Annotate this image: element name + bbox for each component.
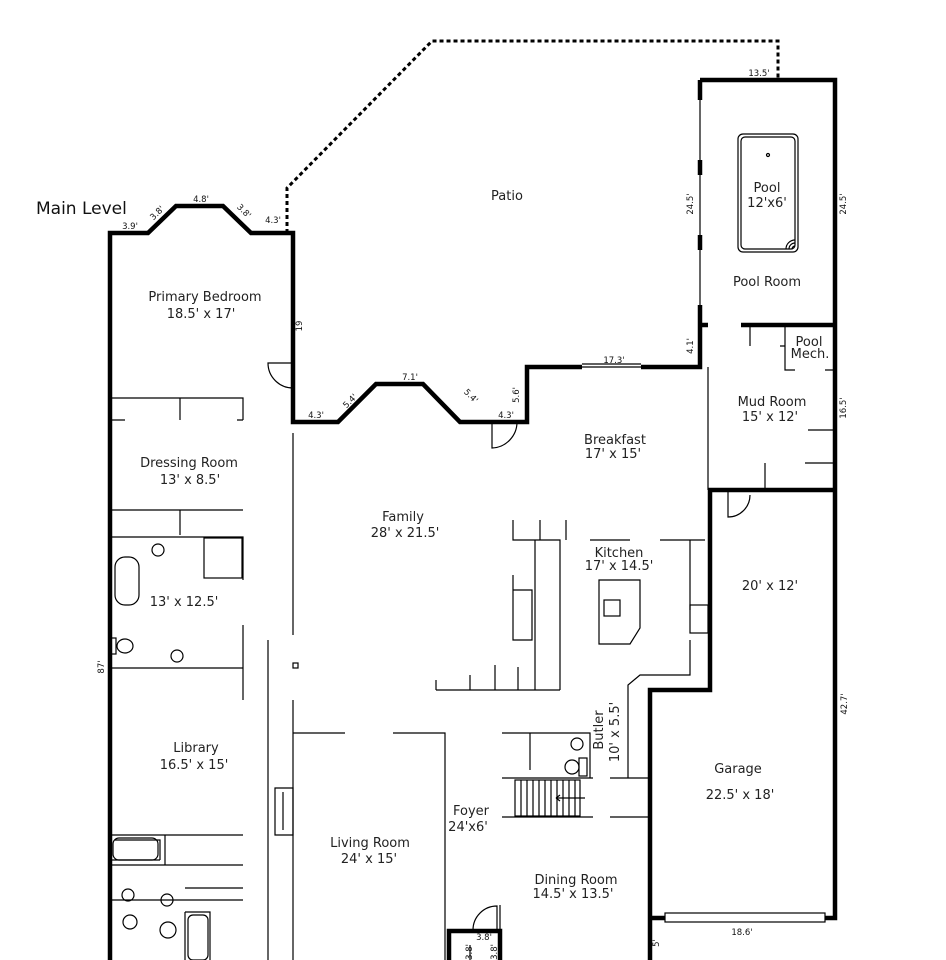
pool-inner (740, 136, 796, 250)
dimension-label: 42.7' (840, 693, 850, 714)
dimension-label: 4.3' (265, 216, 281, 226)
dining-room-size: 14.5' x 13.5' (533, 887, 614, 902)
patio-label: Patio (491, 189, 523, 204)
dimension-label: 5.4' (341, 392, 359, 410)
pool (737, 133, 799, 253)
dimension-label: 3.8' (476, 933, 492, 943)
column-icon (292, 662, 299, 669)
library-size: 16.5' x 15' (160, 758, 229, 773)
dimension-label: 87' (97, 660, 107, 673)
exterior-wall-east (647, 77, 838, 960)
mud-room-label: Mud Room (738, 395, 807, 410)
dimension-label: 4.8' (193, 195, 209, 205)
foyer-label: Foyer (453, 804, 490, 819)
dimension-label: 4.1' (686, 338, 696, 354)
foyer-size: 24'x6' (448, 820, 488, 835)
living-room-size: 24' x 15' (341, 852, 397, 867)
mud-room-size: 15' x 12' (742, 410, 798, 425)
garage-upper-size: 20' x 12' (742, 579, 798, 594)
doors[interactable] (267, 362, 751, 931)
dimension-label: 5.6' (512, 387, 522, 403)
closet-wall (446, 928, 503, 960)
dimension-label: 5' (652, 939, 662, 947)
sink-icon (603, 599, 621, 617)
breakfast-label: Breakfast (584, 433, 646, 448)
garage-door[interactable] (664, 912, 826, 923)
dressing-room-label: Dressing Room (140, 456, 238, 471)
pool-room-label: Pool Room (733, 275, 801, 290)
garage-size: 22.5' x 18' (706, 788, 775, 803)
exterior-wall-pool (641, 322, 708, 370)
pool-size: 12'x6' (747, 196, 787, 211)
library-label: Library (173, 741, 219, 756)
pool-drain-icon (765, 152, 771, 158)
dimension-label: 13.5' (748, 69, 769, 79)
dimension-label: 24.5' (686, 193, 696, 214)
primary-bedroom-label: Primary Bedroom (148, 290, 261, 305)
dimension-label: 19 (295, 321, 305, 332)
pool-label: Pool (754, 181, 781, 196)
dimension-label: 17.3' (603, 356, 624, 366)
garage-label: Garage (714, 762, 762, 777)
dimension-label: 3.8' (490, 944, 500, 960)
dimension-label: 24.5' (839, 193, 849, 214)
dimension-label: 3.8' (465, 944, 475, 960)
level-title: Main Level (36, 199, 127, 219)
dining-room-label: Dining Room (534, 873, 617, 888)
bath-size: 13' x 12.5' (150, 595, 219, 610)
dimension-label: 7.1' (402, 373, 418, 383)
staircase[interactable] (514, 779, 585, 817)
dimension-label: 3.9' (122, 222, 138, 232)
primary-bedroom-size: 18.5' x 17' (167, 307, 236, 322)
breakfast-size: 17' x 15' (585, 447, 641, 462)
patio-outline (285, 39, 780, 233)
bath-fixtures (109, 537, 588, 960)
pool-mech-label: Pool (796, 335, 823, 350)
kitchen-size: 17' x 14.5' (585, 559, 654, 574)
family-label: Family (382, 510, 424, 525)
kitchen-sink-icon (689, 604, 709, 634)
family-size: 28' x 21.5' (371, 526, 440, 541)
dimension-label: 16.5' (839, 397, 849, 418)
dimension-label: 4.3' (308, 411, 324, 421)
kitchen-island (598, 579, 641, 645)
dimension-label: 4.3' (498, 411, 514, 421)
interior-walls (110, 325, 835, 960)
living-room-label: Living Room (330, 836, 410, 851)
dimension-label: 18.6' (731, 928, 752, 938)
dimension-label: 5.4' (461, 387, 479, 405)
butler-size: 10' x 5.5' (608, 702, 623, 762)
pool-steps-icon (785, 239, 796, 250)
pool-mech-label-2: Mech. (791, 347, 830, 362)
dressing-room-size: 13' x 8.5' (160, 473, 220, 488)
butler-label: Butler (592, 710, 607, 750)
kitchen-label: Kitchen (595, 546, 644, 561)
exterior-wall-west (107, 203, 582, 960)
